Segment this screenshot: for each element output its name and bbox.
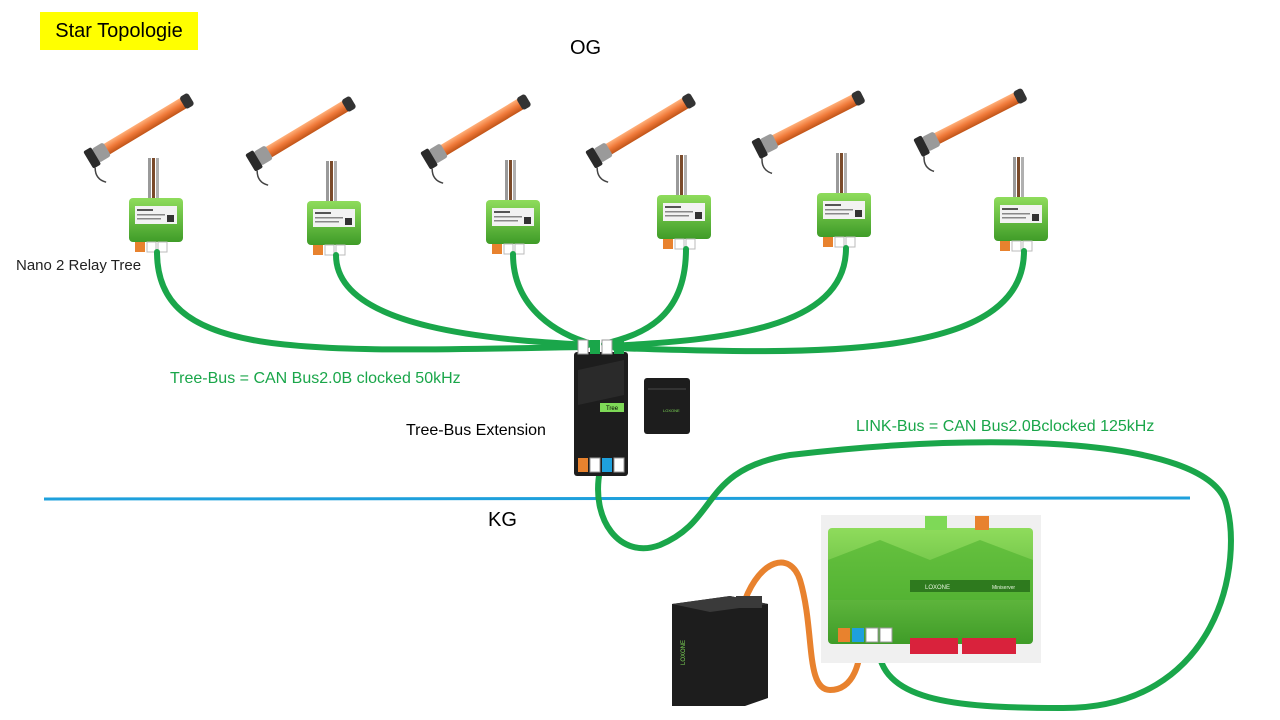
svg-text:LOXONE: LOXONE [663, 408, 680, 413]
svg-text:Miniserver: Miniserver [992, 585, 1015, 591]
svg-text:LOXONE: LOXONE [925, 585, 950, 591]
floor-label-kg: KG [488, 509, 517, 531]
motor-1 [81, 89, 207, 186]
tree-extension-device: Tree [574, 339, 628, 476]
small-power-supply: LOXONE [644, 378, 690, 434]
relay-2 [306, 160, 362, 256]
link-bus-label: LINK-Bus = CAN Bus2.0Bclocked 125kHz [856, 418, 1155, 435]
relay-3 [485, 159, 541, 255]
diagram-title: Star Topologie [55, 19, 183, 42]
floor-separator-line [43, 496, 1191, 501]
relay-4 [656, 154, 712, 250]
relay-label: Nano 2 Relay Tree [16, 257, 142, 274]
motor-3 [418, 90, 544, 187]
relay-5 [816, 152, 872, 248]
link-bus-cable [595, 439, 1234, 712]
floor-label-og: OG [570, 37, 602, 59]
tree-tag-text: Tree [606, 406, 619, 412]
relay-1 [128, 157, 184, 253]
tree-bus-cables [154, 245, 1027, 355]
large-power-supply: LOXONE [672, 596, 768, 706]
relay-6 [993, 156, 1049, 252]
svg-text:LOXONE: LOXONE [681, 640, 687, 665]
extension-label: Tree-Bus Extension [406, 422, 546, 439]
motor-4 [583, 89, 709, 186]
title-badge: Star Topologie [40, 12, 198, 50]
motor-2 [243, 92, 369, 189]
tree-bus-label: Tree-Bus = CAN Bus2.0B clocked 50kHz [170, 370, 461, 387]
motor-5 [749, 86, 877, 177]
power-cable [742, 559, 865, 694]
miniserver-device: LOXONE Miniserver [821, 515, 1041, 663]
